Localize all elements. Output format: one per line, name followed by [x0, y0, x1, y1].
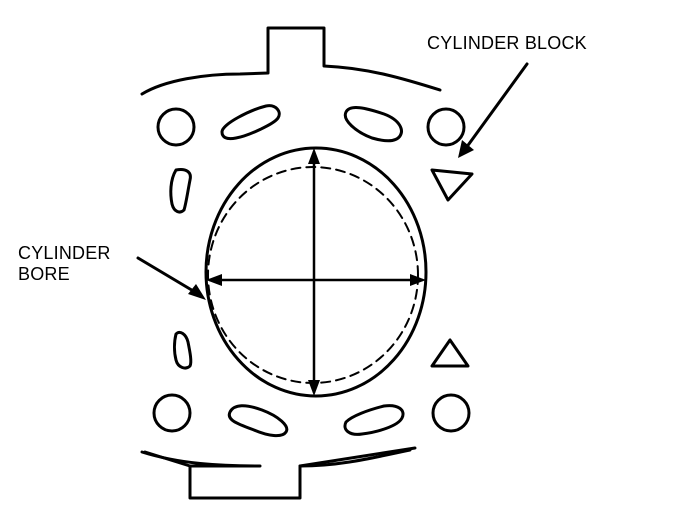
- left-lower-passage: [173, 330, 193, 370]
- top-right-bolt-hole: [426, 107, 466, 147]
- bottom-boss-outline: [140, 448, 412, 500]
- bottom-left-slot: [227, 404, 289, 438]
- arrowhead-down: [308, 380, 320, 396]
- bottom-edge: [143, 450, 192, 468]
- cylinder-bore-label-line2: BORE: [18, 264, 70, 284]
- bottom-edge-right: [298, 446, 417, 468]
- top-left-bolt-hole: [156, 107, 196, 147]
- cylinder-block-label: CYLINDER BLOCK: [427, 33, 587, 53]
- arrowhead-right: [410, 274, 426, 286]
- bore-leader-line: [136, 256, 197, 294]
- top-left-slot: [220, 104, 281, 141]
- bottom-right-slot: [343, 404, 405, 436]
- left-upper-passage: [169, 168, 192, 214]
- arrowhead-left: [206, 274, 222, 286]
- bottom-left-bolt-hole: [152, 393, 192, 433]
- cylinder-bore-label: CYLINDER BORE: [18, 243, 111, 285]
- cylinder-bore-label-line1: CYLINDER: [18, 243, 111, 263]
- cylinder-bore-outline: [204, 146, 428, 398]
- arrowhead-up: [308, 148, 320, 164]
- top-boss-outline: [140, 26, 442, 96]
- bore-leader-arrowhead: [188, 284, 206, 300]
- top-right-slot: [343, 106, 403, 143]
- bottom-right-bolt-hole: [431, 393, 471, 433]
- right-lower-triangle: [430, 338, 470, 368]
- right-upper-triangle: [430, 168, 474, 202]
- block-leader-line: [464, 62, 529, 150]
